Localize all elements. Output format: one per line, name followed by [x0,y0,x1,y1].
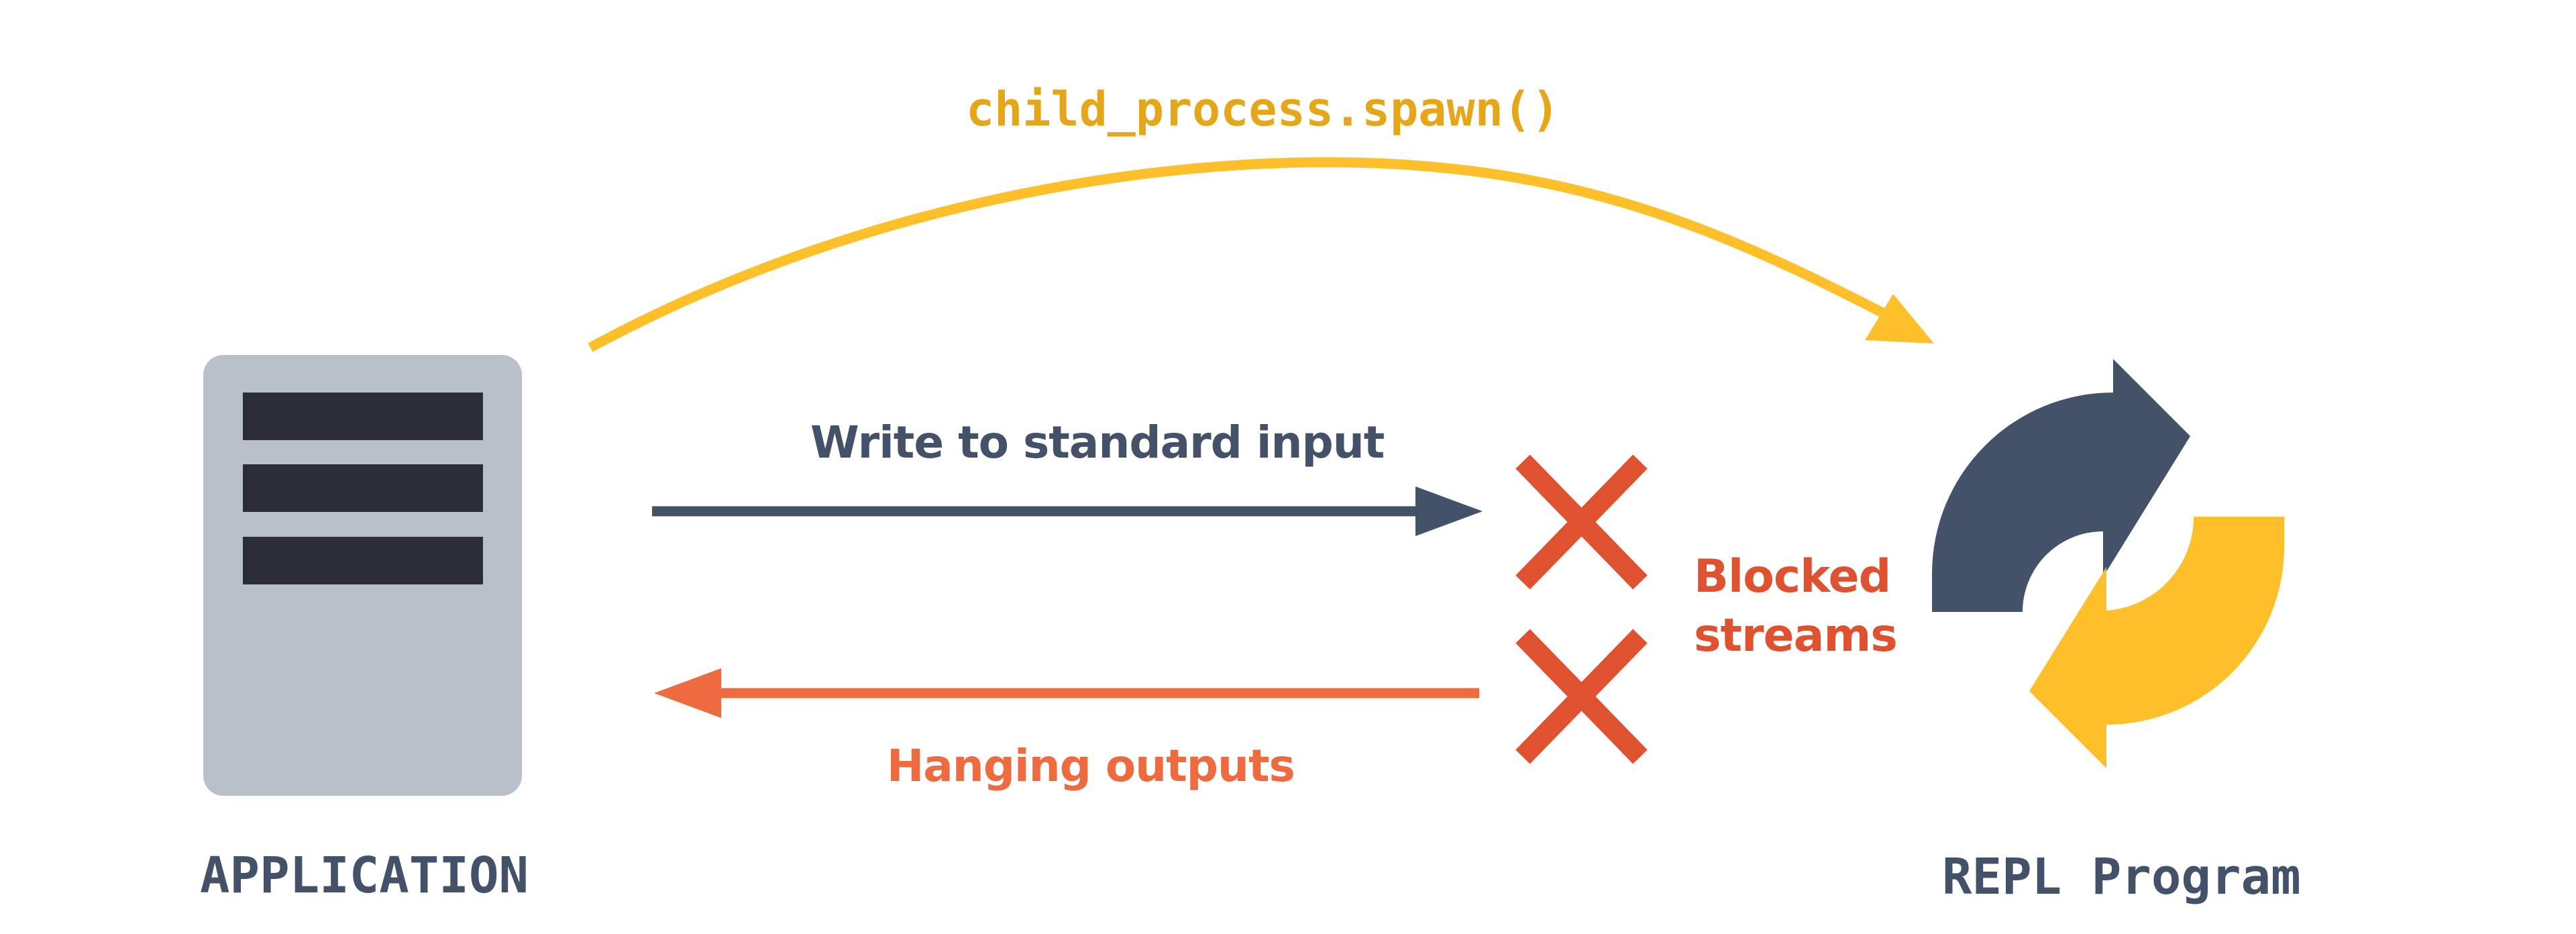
hanging-outputs-label: Hanging outputs [887,740,1295,792]
refresh-arrow-navy [1932,359,2190,612]
server-slot-1 [243,393,483,440]
refresh-arrow-yellow [2029,517,2284,768]
write-arrowhead [1415,486,1483,536]
server-slot-3 [243,537,483,584]
repl-program-label: REPL Program [1942,848,2301,906]
application-label: APPLICATION [200,847,529,904]
spawn-arrowhead [1865,294,1934,344]
x-mark-icon [1515,629,1648,764]
blocked-line-1: Blocked [1694,550,1891,603]
blocked-line-2: streams [1694,609,1898,662]
x-mark-icon [1515,454,1648,590]
spawn-call-label: child_process.spawn() [966,82,1560,137]
refresh-cycle-icon [1932,359,2284,768]
spawn-arrow-curve [588,157,1888,352]
write-stdin-label: Write to standard input [810,417,1385,468]
server-slot-2 [243,464,483,512]
hanging-arrowhead [654,668,721,718]
server-icon [203,355,522,796]
blocked-streams-label: Blocked streams [1694,548,1976,666]
